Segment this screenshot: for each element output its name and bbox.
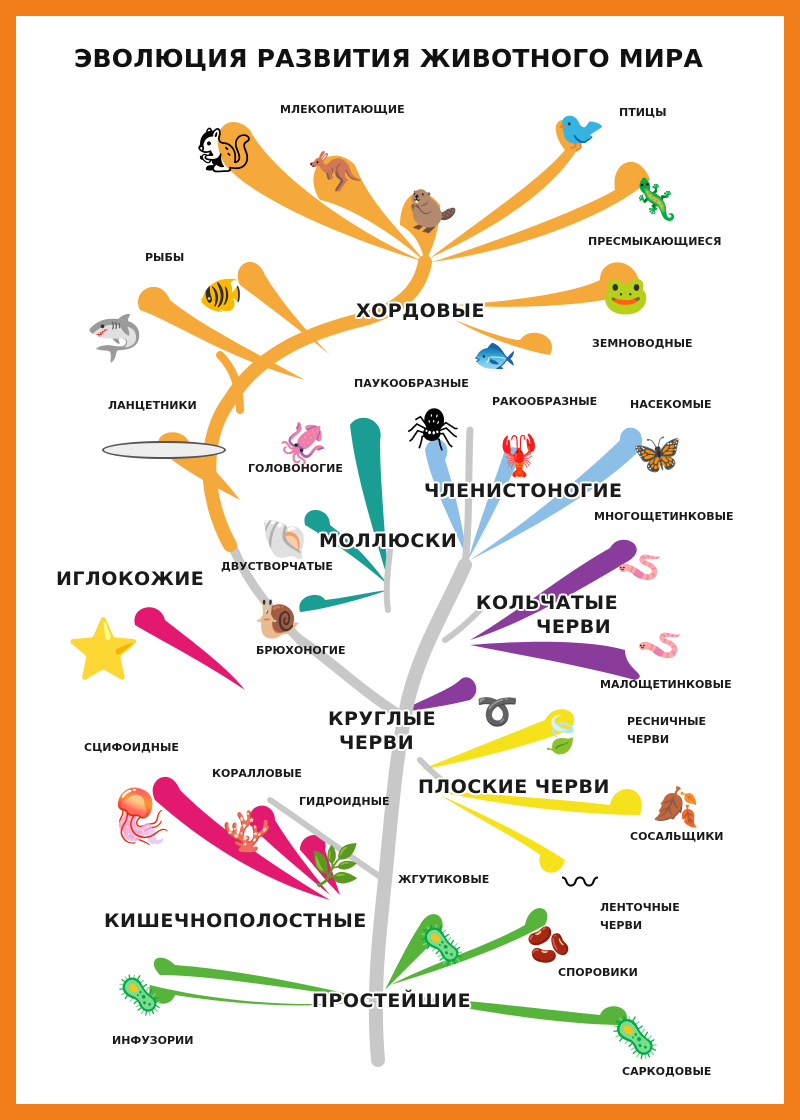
butterfly-icon: 🦋	[632, 431, 682, 476]
coral-icon: 🪸	[222, 809, 272, 854]
group-label-echinoderms: ИГЛОКОЖИЕ	[56, 568, 205, 590]
group-label-annelids-2: ЧЕРВИ	[536, 616, 612, 638]
kangaroo-icon: 🦘	[308, 148, 363, 197]
class-label-turbellaria-2: ЧЕРВИ	[627, 733, 670, 746]
polychaete-icon: 🪱	[616, 547, 664, 589]
class-label-cephalopods: ГОЛОВОНОГИЕ	[248, 462, 343, 475]
lizard-icon: 🦎	[630, 177, 680, 222]
fluke-icon: 🍂	[652, 787, 700, 829]
snail-icon: 🐌	[254, 599, 302, 641]
mollusc-fans	[299, 417, 388, 612]
arthropod-fans	[425, 427, 643, 560]
class-label-birds: ПТИЦЫ	[619, 106, 667, 119]
spider-icon: 🕷	[406, 408, 460, 454]
class-label-gastropods: БРЮХОНОГИЕ	[256, 644, 346, 657]
lancelet-icon	[102, 441, 226, 459]
class-label-mammals: МЛЕКОПИТАЮЩИЕ	[280, 103, 405, 116]
class-label-hydrozoa: ГИДРОИДНЫЕ	[299, 795, 390, 808]
class-label-turbellaria-1: РЕСНИЧНЫЕ	[627, 715, 707, 728]
sporozoan-icon: 🫘	[526, 925, 571, 965]
class-label-sarcodina: САРКОДОВЫЕ	[622, 1065, 712, 1078]
shark-icon: 🦈	[86, 313, 144, 364]
class-label-tapeworms-2: ЧЕРВИ	[600, 919, 643, 932]
coelacanth-icon: 🐟	[472, 335, 517, 375]
roundworm-icon: ➰	[476, 694, 519, 731]
page-title: ЭВОЛЮЦИЯ РАЗВИТИЯ ЖИВОТНОГО МИРА	[74, 44, 703, 73]
tree-trunk	[225, 426, 483, 1067]
class-label-ciliates: ИНФУЗОРИИ	[112, 1034, 194, 1047]
amoeba-icon: 🦠	[610, 1015, 660, 1060]
squirrel-icon: 🐿	[196, 126, 252, 175]
echinoderm-fans	[134, 607, 245, 690]
class-label-oligochaetes: МАЛОЩЕТИНКОВЫЕ	[600, 678, 732, 691]
hydra-icon: 🌿	[310, 843, 360, 888]
tapeworm-icon: 〰	[562, 863, 599, 903]
class-label-amphibians: ЗЕМНОВОДНЫЕ	[592, 337, 693, 350]
group-label-roundworms-1: КРУГЛЫЕ	[328, 708, 437, 730]
class-label-sporozoa: СПОРОВИКИ	[558, 966, 638, 979]
class-label-corals: КОРАЛЛОВЫЕ	[212, 767, 302, 780]
group-label-chordates: ХОРДОВЫЕ	[356, 300, 485, 322]
earthworm-icon: 🪱	[636, 625, 684, 667]
jellyfish-icon: 🪼	[108, 789, 173, 846]
mussel-icon: 🐚	[260, 517, 310, 562]
class-label-tapeworms-1: ЛЕНТОЧНЫЕ	[600, 901, 680, 914]
class-label-polychaetes: МНОГОЩЕТИНКОВЫЕ	[594, 510, 734, 523]
chordate-stem	[202, 255, 432, 552]
group-label-protozoa: ПРОСТЕЙШИЕ	[312, 990, 472, 1012]
group-label-annelids-1: КОЛЬЧАТЫЕ	[475, 592, 619, 614]
platypus-icon: 🦫	[408, 189, 458, 234]
goldfish-icon: 🐠	[198, 275, 243, 315]
group-label-molluscs: МОЛЛЮСКИ	[319, 530, 458, 552]
class-label-flukes: СОСАЛЬЩИКИ	[630, 830, 724, 843]
annelid-fans	[400, 539, 640, 712]
class-label-lancelets: ЛАНЦЕТНИКИ	[108, 399, 197, 412]
group-label-roundworms-2: ЧЕРВИ	[339, 732, 415, 754]
frog-icon: 🐸	[602, 275, 650, 317]
group-label-flatworms: ПЛОСКИЕ ЧЕРВИ	[418, 776, 610, 798]
paramecium-icon: 🦠	[116, 975, 164, 1017]
planarian-icon: 🍃	[538, 715, 583, 755]
group-label-cnidarians: КИШЕЧНОПОЛОСТНЫЕ	[104, 910, 367, 932]
class-label-arachnids: ПАУКООБРАЗНЫЕ	[354, 377, 469, 390]
class-label-fish: РЫБЫ	[145, 251, 185, 264]
class-label-flagellates: ЖГУТИКОВЫЕ	[398, 873, 490, 886]
euglena-icon: 🦠	[418, 925, 466, 967]
swallow-icon: 🐦	[556, 109, 606, 154]
starfish-icon: ⭐	[66, 617, 141, 683]
cnidarian-fans	[152, 776, 340, 900]
class-label-bivalves: ДВУСТВОРЧАТЫЕ	[221, 560, 333, 573]
class-label-crustaceans: РАКООБРАЗНЫЕ	[492, 395, 598, 408]
class-label-scyphozoa: СЦИФОИДНЫЕ	[84, 741, 179, 754]
squid-icon: 🦑	[278, 421, 328, 466]
group-label-arthropods: ЧЛЕНИСТОНОГИЕ	[424, 480, 623, 502]
crayfish-icon: 🦞	[494, 433, 544, 478]
protozoa-fans	[149, 908, 628, 1025]
class-label-reptiles: ПРЕСМЫКАЮЩИЕСЯ	[588, 235, 722, 248]
class-label-insects: НАСЕКОМЫЕ	[630, 398, 712, 411]
flatworm-fans	[420, 709, 642, 873]
